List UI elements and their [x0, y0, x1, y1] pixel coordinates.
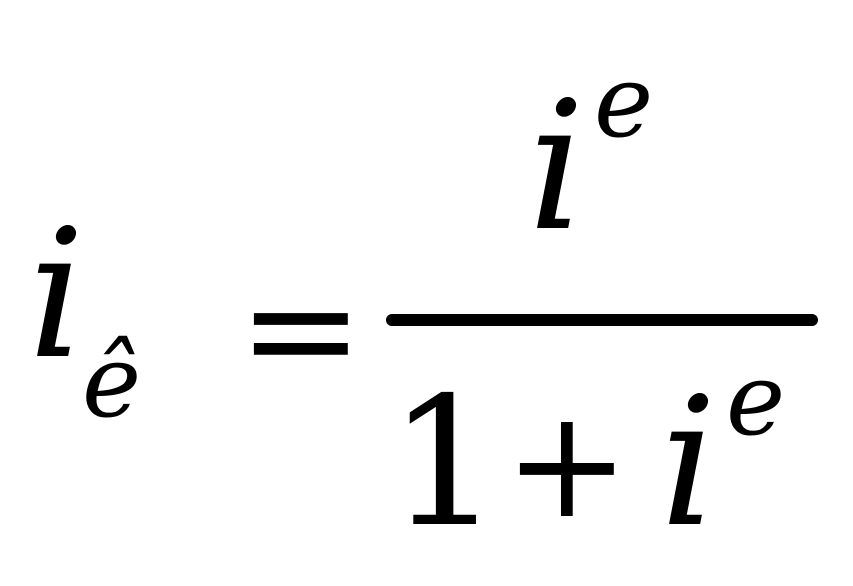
denominator-base: i: [660, 359, 717, 566]
denominator-superscript: e: [726, 341, 786, 458]
denominator-constant: 1: [388, 359, 502, 566]
numerator-base: i: [528, 63, 585, 270]
equals-sign: =: [238, 243, 364, 417]
lhs-base: i: [28, 191, 85, 398]
numerator-superscript: e: [594, 43, 654, 160]
lhs-subscript: ê: [82, 323, 142, 440]
plus-sign: +: [504, 378, 630, 552]
fraction-bar: [386, 314, 818, 326]
